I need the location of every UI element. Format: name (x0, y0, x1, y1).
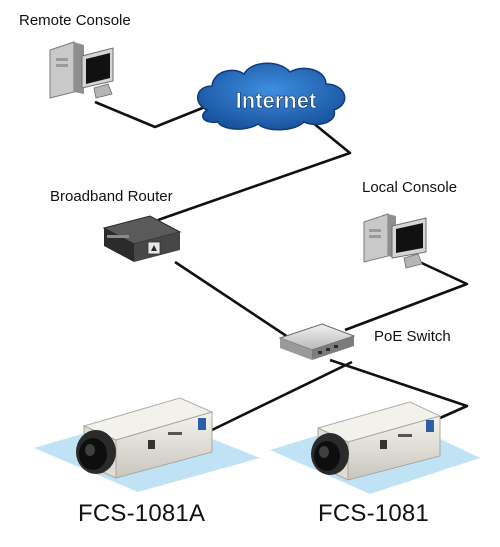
internet-label: Internet (236, 88, 317, 113)
camera-fcs-1081a (34, 397, 260, 492)
cable-local-to-switch (344, 257, 469, 332)
remote-console-label: Remote Console (19, 12, 131, 29)
local-console-label: Local Console (362, 179, 458, 196)
network-cables (94, 100, 469, 432)
camera-fcs-1081 (270, 401, 480, 494)
local-console-computer-icon (363, 213, 427, 269)
camera-b-label: FCS-1081 (318, 500, 429, 527)
camera-b-icon (311, 401, 442, 481)
cable-router-to-switch (174, 260, 301, 347)
broadband-router-label: Broadband Router (50, 188, 173, 205)
broadband-router-icon (102, 215, 182, 262)
poe-switch-label: PoE Switch (374, 328, 451, 345)
remote-console-computer-icon (49, 41, 114, 99)
poe-switch-icon (278, 323, 356, 360)
camera-a-icon (76, 397, 214, 479)
cable-internet-to-router (157, 116, 352, 222)
cable-switch-to-camera-b (329, 358, 469, 420)
camera-a-label: FCS-1081A (78, 500, 206, 527)
internet-cloud-icon: Internet (197, 62, 346, 131)
cable-switch-to-camera-a (211, 360, 353, 432)
cable-remote-to-internet (94, 100, 206, 129)
